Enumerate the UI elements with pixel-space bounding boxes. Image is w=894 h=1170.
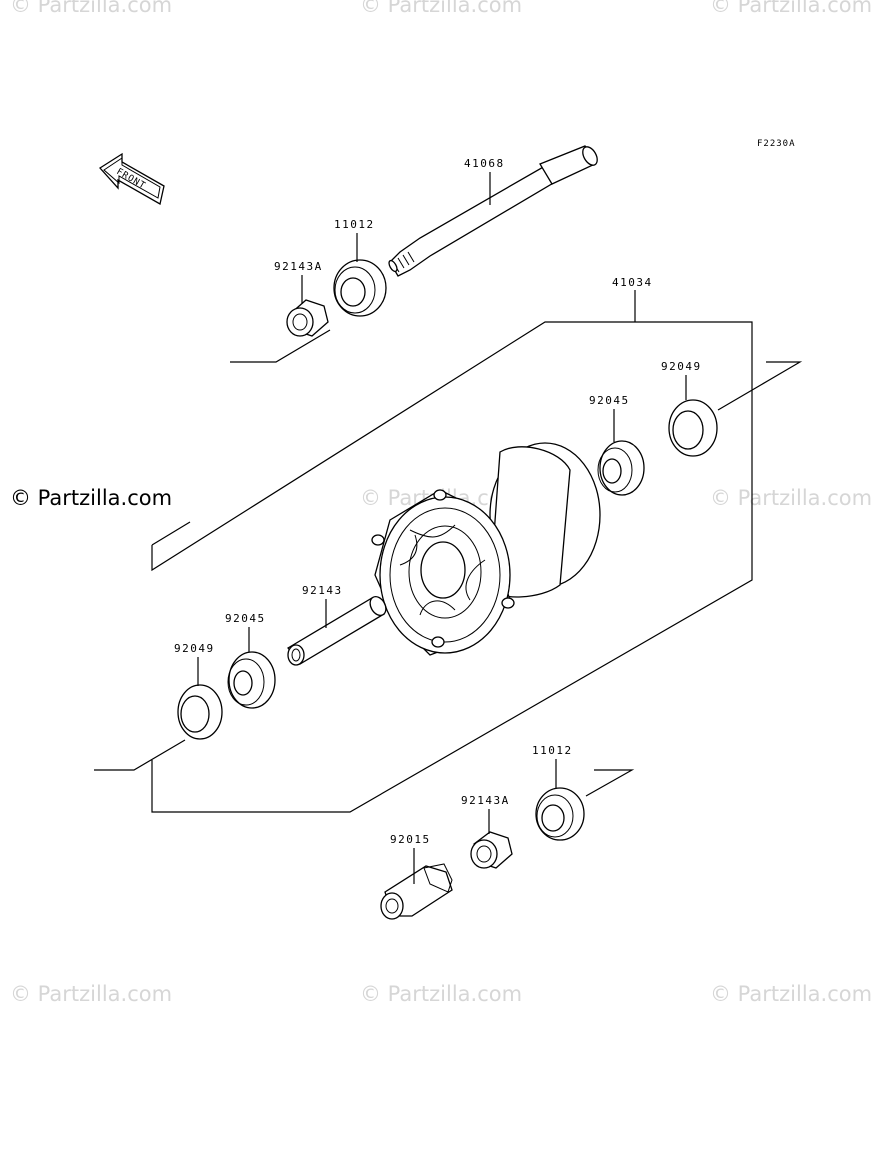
seal-left	[177, 684, 223, 740]
label-hub: 41034	[612, 276, 653, 289]
watermark: © Partzilla.com	[710, 0, 872, 17]
label-axle-nut: 92015	[390, 833, 431, 846]
label-seal-right: 92049	[661, 360, 702, 373]
watermark: © Partzilla.com	[360, 0, 522, 17]
copyright-notice: © Partzilla.com	[10, 486, 172, 510]
watermark: © Partzilla.com	[710, 486, 872, 510]
label-axle: 41068	[464, 157, 505, 170]
spacer	[287, 596, 387, 666]
hub-assembly-bracket	[151, 290, 753, 813]
axle	[388, 145, 598, 277]
label-collar-upper: 92143A	[274, 260, 323, 273]
watermark: © Partzilla.com	[10, 982, 172, 1006]
watermark: © Partzilla.com	[10, 0, 172, 17]
watermark: © Partzilla.com	[710, 982, 872, 1006]
label-seal-upper: 11012	[334, 218, 375, 231]
seal-upper	[333, 259, 387, 317]
collar-lower	[470, 831, 513, 869]
collar-upper	[286, 299, 329, 337]
diagram-code: F2230A	[757, 139, 796, 149]
axis-lines	[94, 329, 803, 797]
seal-right	[668, 399, 718, 457]
bearing-left	[227, 651, 276, 709]
label-seal-left: 92049	[174, 642, 215, 655]
label-spacer: 92143	[302, 584, 343, 597]
label-collar-lower: 92143A	[461, 794, 510, 807]
axle-nut	[380, 863, 453, 920]
label-seal-lower: 11012	[532, 744, 573, 757]
hub	[371, 442, 601, 656]
part-labels: 41068 11012 92143A 41034 92049 92045 921…	[174, 157, 702, 884]
front-arrow-icon: FRONT	[99, 152, 165, 206]
bearing-right	[597, 440, 645, 496]
label-bearing-right: 92045	[589, 394, 630, 407]
watermarks: © Partzilla.com © Partzilla.com © Partzi…	[10, 0, 872, 1006]
label-bearing-left: 92045	[225, 612, 266, 625]
watermark: © Partzilla.com	[360, 982, 522, 1006]
seal-lower	[535, 787, 585, 841]
